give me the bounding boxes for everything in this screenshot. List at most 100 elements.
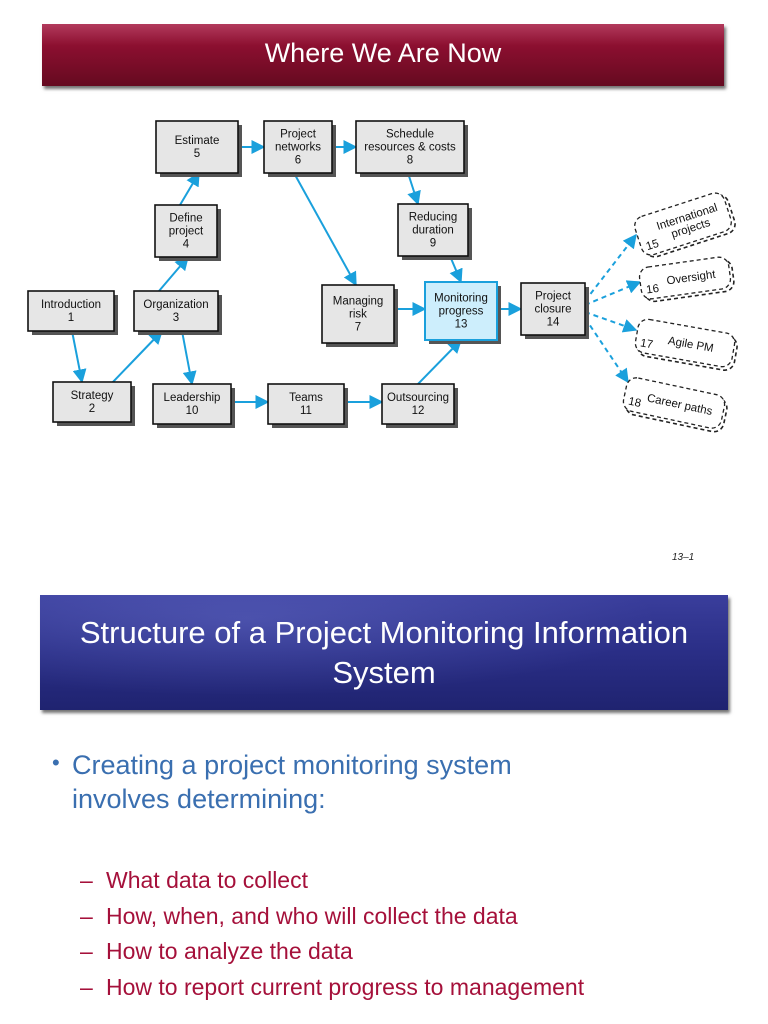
node-label: 2 (89, 403, 95, 415)
node-box (154, 204, 218, 258)
node-label: 11 (300, 405, 312, 417)
node-label: 13 (455, 319, 468, 331)
oval-number: 17 (639, 337, 654, 351)
sub-item: –How to report current progress to manag… (80, 973, 584, 1001)
slide-title: Where We Are Now (264, 38, 502, 68)
sub-item-text: How to analyze the data (106, 938, 353, 964)
node-label: Estimate (175, 135, 220, 147)
node-label: Organization (143, 299, 208, 311)
sub-item: –What data to collect (80, 866, 308, 894)
sub-item: –How to analyze the data (80, 937, 353, 965)
slide-title: Structure of a Project Monitoring Inform… (79, 614, 689, 690)
node-label: 9 (430, 238, 436, 250)
flow-arrow (181, 330, 197, 386)
node-box (155, 120, 239, 174)
node-label: Managing (333, 296, 384, 308)
where-we-are-now-title-banner: Where We Are Now (42, 24, 724, 86)
node-label: 4 (183, 239, 190, 251)
oval-box (634, 318, 736, 368)
main-bullet: • Creating a project monitoring system i… (52, 748, 612, 816)
node-box (52, 381, 132, 423)
future-chapter-arrow (584, 311, 638, 333)
node-label: 5 (194, 148, 200, 160)
dash-icon: – (80, 903, 93, 929)
main-bullet-text: Creating a project monitoring system inv… (72, 750, 512, 814)
node-label: Teams (289, 392, 323, 404)
sub-item-text: How, when, and who will collect the data (106, 903, 518, 929)
node-label: Leadership (164, 392, 221, 404)
sub-item-text: What data to collect (106, 867, 308, 893)
node-box (133, 290, 219, 332)
node-box (267, 383, 345, 425)
node-label: closure (534, 304, 571, 316)
dash-icon: – (80, 974, 93, 1000)
flow-arrow (179, 171, 200, 206)
node-label: networks (275, 142, 321, 154)
node-box (27, 290, 115, 332)
node-label: Project (535, 291, 572, 303)
node-label: project (169, 226, 204, 238)
node-label: progress (439, 306, 484, 318)
future-chapter-arrow (584, 317, 629, 384)
node-label: 6 (295, 155, 301, 167)
node-label: resources & costs (364, 142, 456, 154)
flow-arrow (417, 338, 462, 385)
slide-number: 13–1 (672, 552, 695, 563)
flow-arrow (110, 329, 163, 385)
node-label: 3 (173, 312, 179, 324)
node-label: Reducing (409, 212, 458, 224)
node-box (152, 383, 232, 425)
node-label: risk (349, 309, 367, 321)
future-chapter-arrow (584, 233, 637, 302)
node-label: 14 (547, 317, 560, 329)
flow-arrow (71, 330, 87, 384)
future-chapter-arrow (584, 280, 642, 306)
node-box (397, 203, 469, 257)
node-box (520, 282, 586, 336)
node-label: Introduction (41, 299, 101, 311)
node-label: Define (169, 213, 202, 225)
node-box (424, 281, 498, 341)
node-box (263, 120, 333, 174)
node-label: 8 (407, 155, 413, 167)
oval-box (638, 256, 732, 300)
node-box (321, 284, 395, 344)
dash-icon: – (80, 938, 93, 964)
diagram-arrows (71, 140, 642, 409)
oval-number: 15 (645, 238, 661, 253)
bullet-icon: • (52, 750, 60, 775)
node-label: 1 (68, 312, 74, 324)
oval-box (634, 192, 732, 256)
node-label: 12 (412, 405, 425, 417)
node-label: duration (412, 225, 454, 237)
node-label: Strategy (71, 390, 114, 402)
node-label: 10 (186, 405, 199, 417)
flow-arrow (158, 255, 189, 292)
flow-arrow (293, 172, 357, 287)
flow-arrow (449, 255, 463, 284)
oval-number: 16 (646, 283, 660, 297)
monitoring-system-title-banner: Structure of a Project Monitoring Inform… (40, 595, 728, 710)
node-box (381, 383, 455, 425)
node-label: Project (280, 129, 317, 141)
node-label: 7 (355, 322, 361, 334)
